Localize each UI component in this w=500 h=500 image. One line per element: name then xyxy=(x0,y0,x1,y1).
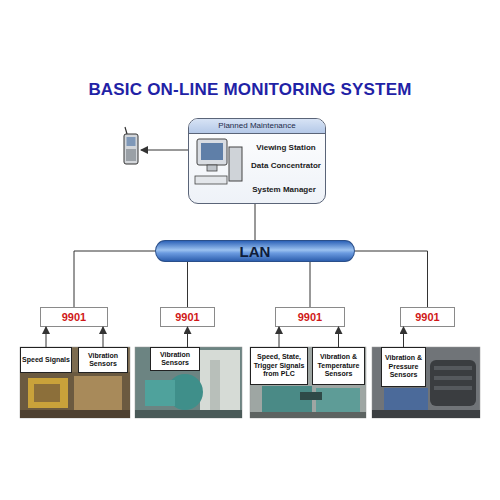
node-text: Speed Signals xyxy=(22,356,70,365)
photo-frame xyxy=(20,347,130,418)
pump-body xyxy=(384,388,428,412)
connector-line xyxy=(46,327,47,347)
connector-line xyxy=(310,262,311,307)
connector-line xyxy=(355,251,428,307)
machine-floor xyxy=(135,410,242,418)
phone-screen xyxy=(127,137,136,146)
node-text: Vibration Sensors xyxy=(80,352,126,369)
lan-pipe: LAN xyxy=(155,240,355,262)
phone-icon xyxy=(124,127,138,164)
unit-box: 9901 xyxy=(40,307,108,327)
photo-frame xyxy=(372,347,480,418)
diagram-title: BASIC ON-LINE MONITORING SYSTEM xyxy=(0,80,500,100)
phone-link xyxy=(141,150,188,151)
node-text: Vibration & Pressure Sensors xyxy=(383,354,424,380)
motor-fin xyxy=(434,386,472,390)
node-text: Data Concentrator xyxy=(247,161,325,171)
connector-line xyxy=(187,262,188,307)
node-text: Viewing Station xyxy=(247,143,325,153)
pipe xyxy=(210,360,220,416)
machine-part xyxy=(34,384,60,402)
motor-fin xyxy=(434,376,472,380)
machine-body xyxy=(316,388,360,412)
sensor-label: Vibration & Temperature Sensors xyxy=(312,347,365,385)
machine-floor xyxy=(372,410,480,418)
motor-body xyxy=(430,360,476,406)
connector-line xyxy=(279,327,280,347)
pipe-wall xyxy=(200,350,240,416)
node-text: 9901 xyxy=(62,311,86,323)
phone-keys xyxy=(126,149,136,161)
sensor-label: Speed, State, Trigger Signals from PLC xyxy=(250,347,308,385)
phone-body xyxy=(124,134,138,164)
connector-line xyxy=(255,204,256,240)
machine-photo xyxy=(372,347,480,418)
machine-photo xyxy=(250,347,366,418)
photo-frame xyxy=(135,347,242,418)
node-text: Vibration & Temperature Sensors xyxy=(314,353,363,379)
machine-frame xyxy=(28,378,68,408)
computer-tower xyxy=(229,147,242,181)
motor-fin xyxy=(434,366,472,370)
motor-housing xyxy=(145,380,175,406)
node-text: LAN xyxy=(240,243,271,260)
computer-icon xyxy=(195,139,242,184)
unit-box: 9901 xyxy=(160,307,215,327)
machine-photo xyxy=(20,347,130,418)
connector-line xyxy=(74,251,155,307)
connector-line xyxy=(103,327,104,347)
unit-box: 9901 xyxy=(400,307,455,327)
connector-line xyxy=(403,327,404,347)
unit-box: 9901 xyxy=(275,307,345,327)
connector-line xyxy=(187,327,188,347)
keyboard xyxy=(195,176,227,184)
coupling xyxy=(300,392,322,400)
sensor-label: Vibration & Pressure Sensors xyxy=(381,347,426,387)
monitor-stand xyxy=(207,165,217,171)
sensor-label: Speed Signals xyxy=(20,347,72,373)
node-text: Vibration Sensors xyxy=(152,351,198,368)
photo-frame xyxy=(250,347,366,418)
node-text: 9901 xyxy=(175,311,199,323)
machine-floor xyxy=(20,410,130,418)
box-heading: Planned Maintenance xyxy=(189,119,325,134)
sensor-label: Vibration Sensors xyxy=(150,347,200,371)
photo-shade xyxy=(20,372,130,418)
machine-body xyxy=(74,376,122,412)
sensor-label: Vibration Sensors xyxy=(78,347,128,373)
node-text: 9901 xyxy=(298,311,322,323)
station-box: Planned MaintenanceViewing StationData C… xyxy=(188,118,326,204)
monitor xyxy=(197,139,227,165)
node-text: System Manager xyxy=(243,185,325,195)
phone-antenna xyxy=(125,127,127,134)
machine-photo xyxy=(135,347,242,418)
node-text: Speed, State, Trigger Signals from PLC xyxy=(252,353,306,379)
node-text: 9901 xyxy=(415,311,439,323)
connector-line xyxy=(338,327,339,347)
machine-floor xyxy=(250,412,366,418)
monitor-screen xyxy=(201,143,223,160)
